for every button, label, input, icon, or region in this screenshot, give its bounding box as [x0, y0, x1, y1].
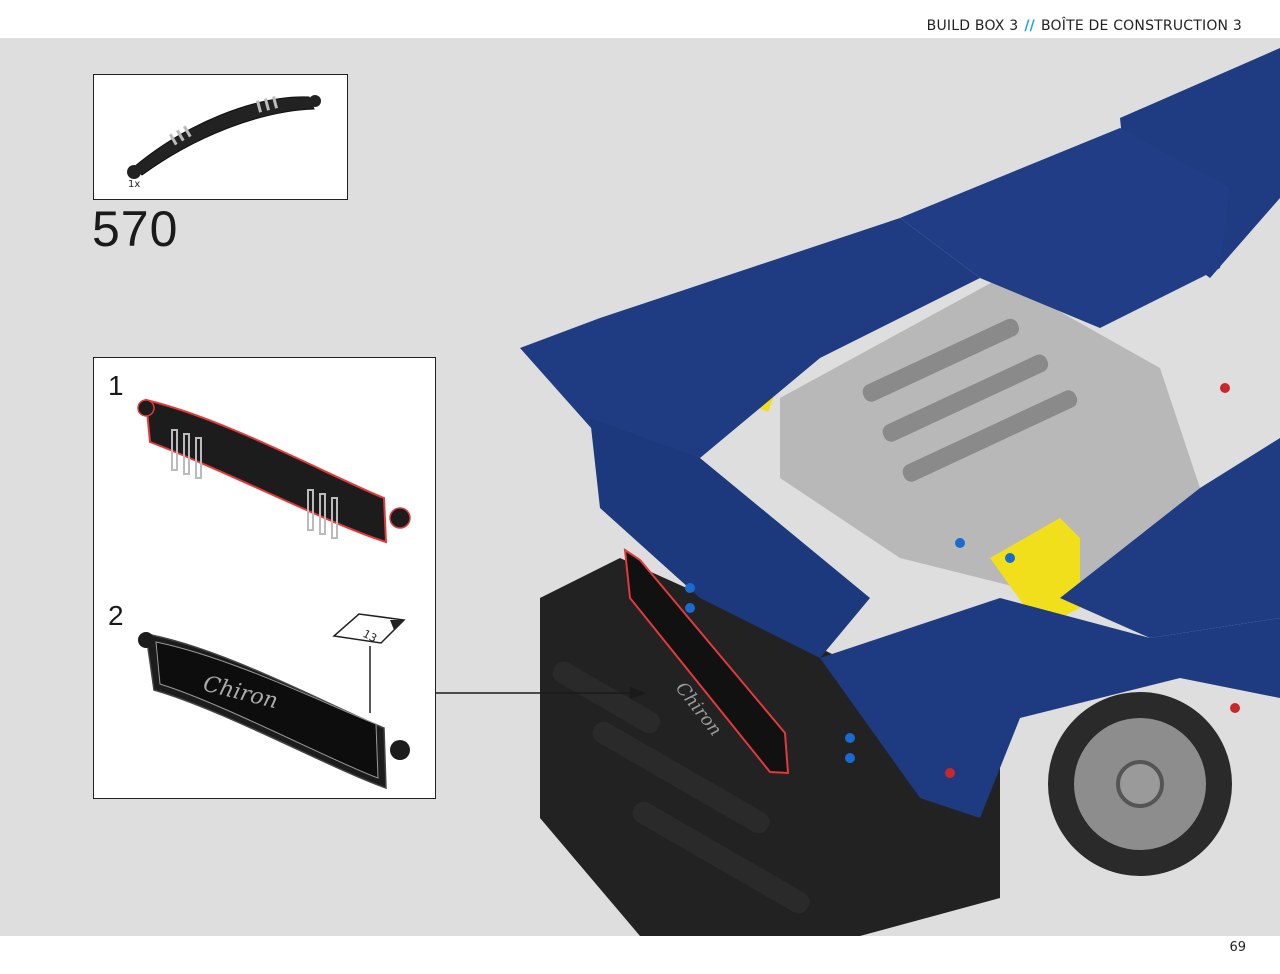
- substep-2-number: 2: [108, 600, 124, 631]
- car-model-illustration: Chiron: [436, 48, 1280, 936]
- red-pins: [945, 383, 1240, 778]
- wheel-hub: [1116, 760, 1164, 808]
- substep-illustrations: Chiron 13: [137, 398, 411, 790]
- instruction-stage: Chiron 1x 570: [0, 38, 1280, 936]
- page-number: 69: [1229, 940, 1246, 955]
- sticker-tag-number: 13: [361, 627, 379, 645]
- fender-blue: [820, 598, 1280, 818]
- header-build-box: BUILD BOX 3: [926, 18, 1019, 34]
- engine-details: [862, 318, 1078, 482]
- page-header: BUILD BOX 3 // BOÎTE DE CONSTRUCTION 3: [0, 0, 1280, 38]
- header-title: BUILD BOX 3 // BOÎTE DE CONSTRUCTION 3: [927, 18, 1242, 34]
- parts-list-box: 1x: [93, 74, 348, 200]
- header-separator: //: [1024, 18, 1035, 34]
- page-footer: 69: [0, 936, 1280, 974]
- pointer-arrowhead: [630, 687, 646, 699]
- roof-panel: [900, 128, 1230, 328]
- header-boite: BOÎTE DE CONSTRUCTION 3: [1040, 18, 1242, 34]
- part-quantity: 1x: [128, 179, 141, 190]
- blue-pins: [685, 538, 1015, 763]
- hood-left: [520, 218, 980, 458]
- substep-box: 1 2 Chiron 13: [93, 357, 436, 799]
- step-number: 570: [92, 201, 179, 257]
- front-beams: [552, 661, 810, 914]
- front-blue: [590, 418, 870, 658]
- side-blue: [1060, 438, 1280, 638]
- installed-panel: [623, 547, 790, 775]
- panel-step-1: [144, 398, 388, 544]
- yellow-part: [990, 518, 1080, 628]
- part-curved-panel-icon: [127, 95, 321, 179]
- substep-1-number: 1: [108, 370, 124, 401]
